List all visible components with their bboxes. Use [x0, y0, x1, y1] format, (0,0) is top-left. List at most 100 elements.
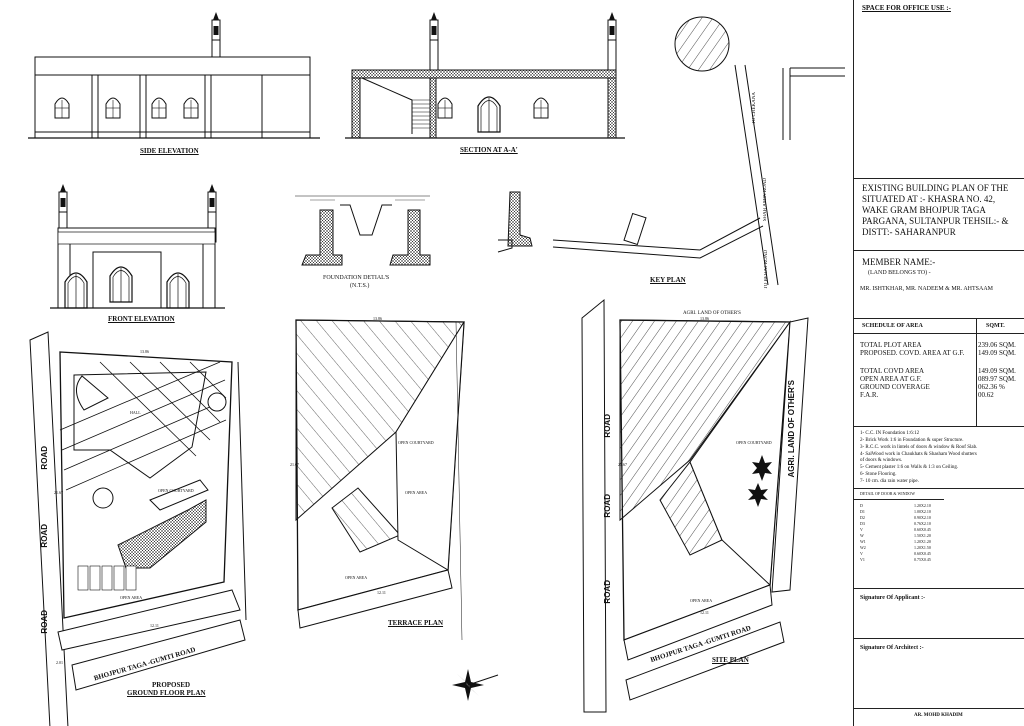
- sqmt-head: SQMT.: [986, 323, 1005, 329]
- door-window-size: 0.90X2.10: [914, 515, 931, 520]
- note-line: 2- Brick Work 1:6 in Foundation & super …: [860, 438, 964, 443]
- schedule-row: GROUND COVERAGE: [860, 383, 930, 391]
- schedule-row: TOTAL PLOT AREA: [860, 341, 922, 349]
- agri-land-label: AGRI. LAND OF OTHER'S: [787, 380, 796, 478]
- front-elevation-label: FRONT ELEVATION: [108, 315, 175, 323]
- road-label: ROAD: [40, 524, 49, 548]
- architect-name-box: AR. MOHD KHADIM: [854, 708, 1024, 726]
- section-label: SECTION AT A-A': [460, 146, 518, 154]
- road-label: ROAD: [40, 446, 49, 470]
- site-plan: [581, 298, 809, 713]
- dim-side: 21.67: [290, 462, 299, 467]
- schedule-value: 149.09 SQM.: [978, 367, 1016, 375]
- shah-amin-road-label: SHAH AMIN ROAD: [763, 178, 768, 222]
- hall-label: HALL: [130, 410, 141, 415]
- door-window-size: 1.50X1.20: [914, 533, 931, 538]
- road-label: ROAD: [603, 580, 612, 604]
- door-window-code: D3: [860, 521, 865, 526]
- door-window-code: W2: [860, 545, 866, 550]
- title-line: WAKE GRAM BHOJPUR TAGA: [862, 205, 986, 215]
- note-line: 7- 10 cm. dia rain water pipe.: [860, 479, 919, 484]
- dim-small: 2.01: [56, 660, 63, 665]
- door-window-size: 1.20X1.50: [914, 545, 931, 550]
- open-courtyard-label: OPEN COURTYARD: [158, 488, 194, 493]
- door-window-code: D1: [860, 509, 865, 514]
- applicant-signature-label: Signature Of Applicant :-: [860, 595, 926, 601]
- applicant-box: Signature Of Applicant :-: [854, 588, 1024, 639]
- terrace-plan-label: TERRACE PLAN: [388, 619, 444, 627]
- door-window-size: 1.00X2.10: [914, 509, 931, 514]
- door-window-head: DETAIL OF DOOR & WINDOW: [860, 491, 916, 496]
- schedule-box: SCHEDULE OF AREA SQMT. TOTAL PLOT AREA 2…: [854, 318, 1024, 427]
- open-courtyard-label: OPEN COURTYARD: [736, 440, 772, 445]
- door-window-code: V: [860, 551, 863, 556]
- open-area-label: OPEN AREA: [345, 575, 368, 580]
- members-label: MR. ISHTKHAR, MR. NADEEM & MR. AHTSAAM: [860, 286, 994, 292]
- land-belongs-label: (LAND BELONGS TO) -: [868, 270, 931, 276]
- dim-top: 13.86: [140, 349, 149, 354]
- schedule-value: 149.09 SQM.: [978, 349, 1016, 357]
- note-line: 4- SalWood work in Chaukhats & Shasham W…: [860, 452, 977, 457]
- schedule-value: 089.97 SQM.: [978, 375, 1016, 383]
- schedule-value: 00.62: [978, 391, 994, 399]
- open-area-label: OPEN AREA: [120, 595, 143, 600]
- title-line: DISTT:- SAHARANPUR: [862, 227, 956, 237]
- agri-land-top-label: AGRI. LAND OF OTHER'S: [683, 311, 741, 316]
- dim-side: 21.67: [54, 490, 63, 495]
- office-use-label: SPACE FOR OFFICE USE :-: [862, 4, 951, 12]
- door-window-code: V1: [860, 557, 865, 562]
- north-arrow-icon: [452, 669, 499, 701]
- dim-bottom: 12.11: [150, 623, 159, 628]
- side-elevation: [28, 11, 320, 139]
- schedule-row: PROPOSED. COVD. AREA AT G.F.: [860, 349, 965, 357]
- door-window-size: 1.20X1.20: [914, 539, 931, 544]
- ground-floor-label-1: PROPOSED: [152, 681, 191, 689]
- schedule-value: 062.36 %: [978, 383, 1005, 391]
- door-window-size: 0.60X0.45: [914, 551, 931, 556]
- schedule-row: F.A.R.: [860, 391, 879, 399]
- open-area-label: OPEN AREA: [405, 490, 428, 495]
- side-elevation-label: SIDE ELEVATION: [140, 147, 199, 155]
- foundation-nts-label: (N.T.S.): [350, 283, 370, 289]
- dim-top: 13.86: [700, 316, 709, 321]
- open-area-label: OPEN AREA: [690, 598, 713, 603]
- to-behat-road-label: TO BEHAT ROAD: [764, 250, 769, 290]
- title-block: SPACE FOR OFFICE USE :- EXISTING BUILDIN…: [853, 0, 1024, 726]
- sill-detail: [497, 191, 533, 253]
- to-chekana-label: TO CHEKANA: [752, 92, 757, 125]
- schedule-row: TOTAL COVD AREA: [860, 367, 924, 375]
- road-label: ROAD: [603, 414, 612, 438]
- ground-floor-plan: [29, 331, 247, 726]
- architect-signature-label: Signature Of Architect :-: [860, 645, 924, 651]
- key-plan: [552, 16, 845, 286]
- terrace-plan: [295, 319, 465, 641]
- door-window-code: W: [860, 533, 864, 538]
- dim-bottom: 12.11: [377, 590, 386, 595]
- title-line: EXISTING BUILDING PLAN OF THE: [862, 183, 1009, 193]
- note-line: 6- Stone Flooring.: [860, 472, 897, 477]
- schedule-row: OPEN AREA AT G.F.: [860, 375, 922, 383]
- project-title-box: EXISTING BUILDING PLAN OF THE SITUATED A…: [854, 178, 1024, 249]
- road-label: ROAD: [40, 610, 49, 634]
- dim-top: 13.86: [373, 316, 382, 321]
- note-line: 1- C.C. IN Foundation 1:6:12: [860, 431, 920, 436]
- road-label: ROAD: [603, 494, 612, 518]
- site-plan-label: SITE PLAN: [712, 656, 749, 664]
- open-courtyard-label: OPEN COURTYARD: [398, 440, 434, 445]
- foundation-details: [295, 195, 431, 266]
- key-plan-label: KEY PLAN: [650, 276, 686, 284]
- architect-box: Signature Of Architect :-: [854, 638, 1024, 709]
- ground-floor-label-2: GROUND FLOOR PLAN: [127, 689, 206, 697]
- door-window-size: 1.20X2.10: [914, 503, 931, 508]
- title-line: PARGANA, SULTANPUR TEHSIL:- &: [862, 216, 1009, 226]
- front-elevation: [50, 183, 225, 309]
- door-window-code: W1: [860, 539, 866, 544]
- door-window-size: 0.76X2.10: [914, 521, 931, 526]
- dim-side: 21.67: [618, 462, 627, 467]
- door-window-code: V: [860, 527, 863, 532]
- notes-box: 1- C.C. IN Foundation 1:6:12 2- Brick Wo…: [854, 426, 1024, 487]
- title-line: SITUATED AT :- KHASRA NO. 42,: [862, 194, 996, 204]
- schedule-value: 239.06 SQM.: [978, 341, 1016, 349]
